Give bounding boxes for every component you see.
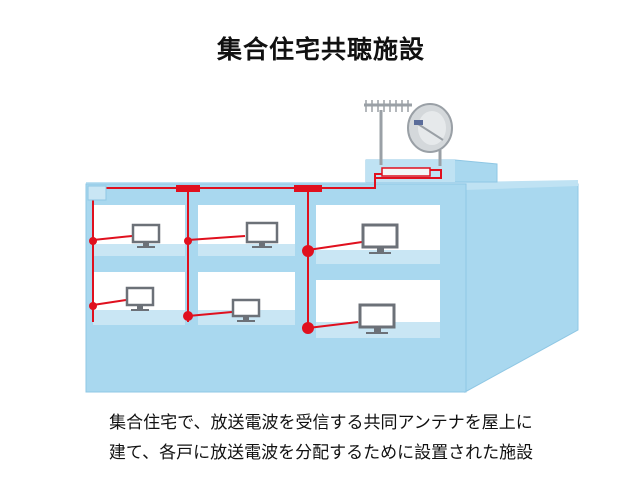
building-side-wall [464,183,579,393]
tv-icon [245,221,279,248]
tv-icon [131,223,161,248]
tv-icon [358,303,396,334]
satellite-dish-icon [407,103,453,166]
tv-icon [361,223,399,254]
splitter-icon [87,185,107,201]
caption-line-1: 集合住宅で、放送電波を受信する共同アンテナを屋上に [109,413,533,433]
tap-off-icon [302,245,314,257]
tap-off-icon [89,237,97,245]
splitter-icon [381,167,431,177]
splitter-icon [294,185,322,192]
caption-line-2: 建て、各戸に放送電波を分配するために設置された施設 [108,443,534,463]
tap-off-icon [302,322,314,334]
tap-off-icon [184,237,192,245]
distribution-cable [92,169,442,330]
tv-icon [125,286,155,311]
tv-icon [231,298,261,322]
page-title: 集合住宅共聴施設 [216,35,425,64]
splitter-icon [176,185,200,192]
tap-off-icon [89,302,97,310]
caption: 集合住宅で、放送電波を受信する共同アンテナを屋上に 建て、各戸に放送電波を分配す… [0,408,642,468]
uhf-antenna-icon [364,100,412,165]
tap-off-icon [183,311,193,321]
